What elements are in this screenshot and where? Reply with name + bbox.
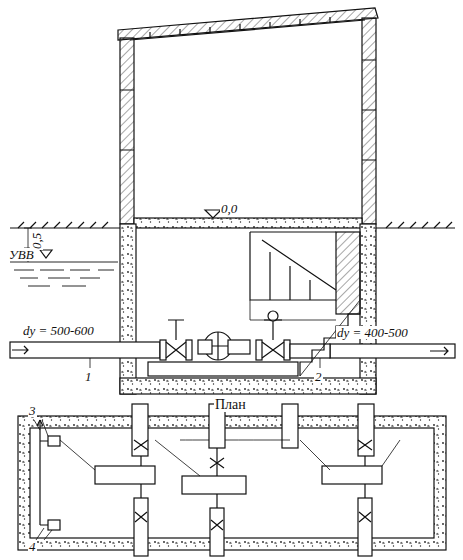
callout-number: 4 — [28, 540, 37, 553]
view-title: План — [214, 398, 247, 412]
callout-number: 2 — [314, 370, 323, 383]
callout-number: 3 — [28, 404, 37, 417]
pipe-diameter: dу = 500-600 — [22, 324, 95, 337]
level-mark: 0,0 — [220, 202, 238, 215]
water-level-mark: УВВ — [8, 248, 35, 261]
pipe-diameter: dу = 400-500 — [336, 326, 409, 339]
callout-number: 1 — [84, 370, 93, 383]
